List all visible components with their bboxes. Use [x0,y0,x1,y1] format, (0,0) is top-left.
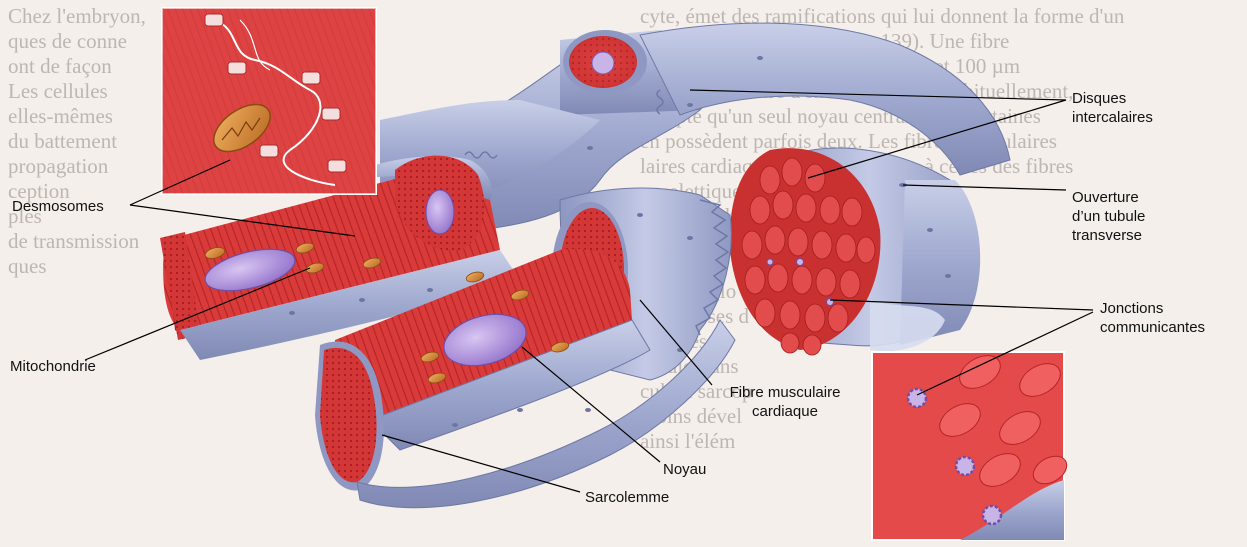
label-line: cardiaque [715,402,855,421]
label-line: Ouverture [1072,188,1192,207]
label-line: Jonctions [1100,299,1240,318]
label-line: transverse [1072,226,1192,245]
label-desmosomes: Desmosomes [12,197,104,216]
label-line: Fibre musculaire [715,383,855,402]
label-mitochondrie: Mitochondrie [10,357,96,376]
label-noyau: Noyau [663,460,706,479]
label-line: Disques [1072,89,1182,108]
label-line: intercalaires [1072,108,1182,127]
label-line: communicantes [1100,318,1240,337]
label-line: d’un tubule [1072,207,1192,226]
label-sarcolemme: Sarcolemme [585,488,669,507]
